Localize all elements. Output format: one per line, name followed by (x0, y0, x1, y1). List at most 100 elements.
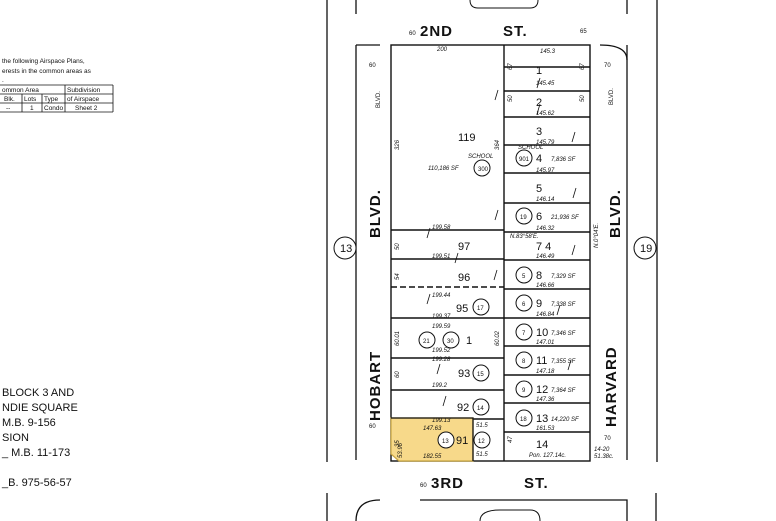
street-width-top-left: 60 (409, 31, 416, 37)
dim-199-37: 199.37 (432, 314, 451, 320)
circled-parcels (333, 149, 657, 449)
area-7836: 7,836 SF (551, 157, 576, 163)
legend-col-lots: Lots (24, 96, 37, 103)
dim-146-49: 146.49 (536, 254, 555, 260)
lot-11: 11 (536, 355, 547, 367)
dim-364: 364 (495, 139, 501, 150)
dim-51-5-bottom: 51.5 (476, 452, 488, 458)
legend-val-blk: -- (6, 105, 10, 112)
dim-50-r: 50 (580, 95, 586, 102)
parcel-circle-19: 19 (520, 215, 527, 221)
street-label-blvd-small-left: BLVD. (376, 91, 382, 108)
dim-pon-127-14: Pon. 127.14c. (529, 453, 566, 459)
dim-147-18: 147.18 (536, 369, 555, 375)
dim-35: 35 (395, 440, 401, 447)
legend-col-type: Type (44, 96, 58, 103)
dim-146-14: 146.14 (536, 197, 555, 203)
legend-col-of-airspace: of Airspace (67, 96, 100, 103)
street-label-st-bottom: ST. (524, 475, 549, 492)
bearing-label: N.83°58'E. (510, 234, 539, 240)
dim-146-66: 146.66 (536, 283, 555, 289)
street-label-harvard: HARVARD (603, 346, 620, 427)
legend-val-type: Condo (44, 105, 64, 112)
legend-val-lots: 1 (30, 105, 34, 112)
bearing-east: N.0°04'E. (594, 223, 600, 248)
parcel-circle-300: 300 (478, 167, 489, 173)
dim-326: 326 (395, 139, 401, 150)
street-label-3rd: 3RD (431, 475, 464, 492)
parcel-circle-6: 6 (522, 302, 526, 308)
area-7364: 7,364 SF (551, 388, 576, 394)
parcel-circle-12: 12 (478, 439, 485, 445)
parcel-circle-18: 18 (520, 417, 527, 423)
dim-199-44: 199.44 (432, 293, 451, 299)
map-ref-right: 19 (640, 243, 652, 255)
dim-60-01: 60.01 (395, 331, 401, 346)
note-mb-9-156: M.B. 9-156 (2, 417, 56, 429)
dim-146-84: 146.84 (536, 312, 555, 318)
lot-91: 91 (456, 435, 468, 447)
street-label-blvd-right: BLVD. (607, 189, 624, 238)
legend-line-1: the following Airspace Plans, (2, 58, 85, 65)
lot-119: 119 (458, 132, 476, 144)
dim-145-62: 145.62 (536, 111, 555, 117)
area-21936: 21,936 SF (550, 215, 579, 221)
lot-93: 93 (458, 368, 470, 380)
note-square: NDIE SQUARE (2, 402, 78, 414)
street-label-hobart: HOBART (367, 351, 384, 421)
street-width-top-right: 65 (580, 29, 587, 35)
parcel-circle-9: 9 (522, 388, 526, 394)
street-label-blvd-left: BLVD. (367, 189, 384, 238)
legend-header-subdivision: Subdivision (67, 87, 101, 94)
lot-6: 6 (536, 211, 542, 223)
parcel-circle-17: 17 (477, 306, 484, 312)
legend-line-3: . (2, 77, 4, 84)
dim-60-02: 60.02 (495, 330, 501, 346)
note-block-3: BLOCK 3 AND (2, 387, 74, 399)
school-label-west: SCHOOL (468, 154, 493, 160)
dim-53-96: 53.96 (398, 442, 404, 458)
dim-47: 47 (508, 436, 514, 443)
dim-161-53: 161.53 (536, 426, 555, 432)
parcel-circle-14: 14 (477, 406, 484, 412)
dim-199-52: 199.52 (432, 348, 451, 354)
map-ref-left: 13 (340, 243, 352, 255)
dim-146-32: 146.32 (536, 226, 555, 232)
note-sion: SION (2, 432, 29, 444)
dim-67-r: 67 (580, 63, 586, 70)
dim-14-20: 14-20 (594, 447, 610, 453)
parcel-circle-5: 5 (522, 274, 526, 280)
lot-9: 9 (536, 298, 542, 310)
parcel-circle-21: 21 (423, 339, 430, 345)
dim-51-38c: 51.38c. (594, 454, 614, 460)
dim-54: 54 (395, 273, 401, 280)
note-mb-11-173: _ M.B. 11-173 (1, 447, 70, 459)
dim-199-13: 199.13 (432, 418, 451, 424)
lot-96: 96 (458, 272, 470, 284)
lot-5: 5 (536, 183, 542, 195)
dim-199-51: 199.51 (432, 254, 450, 260)
lot-2: 2 (536, 97, 542, 109)
legend-val-sheet: Sheet 2 (75, 105, 98, 112)
dim-145-3: 145.3 (540, 49, 556, 55)
area-7355: 7,355 SF (551, 359, 576, 365)
area-14220: 14,220 SF (551, 417, 579, 423)
dim-60: 60 (395, 371, 401, 378)
legend-table: the following Airspace Plans, erests in … (0, 58, 114, 113)
parcel-circle-15: 15 (477, 372, 484, 378)
lot-3: 3 (536, 126, 542, 138)
dim-147-36: 147.36 (536, 397, 555, 403)
dim-51-5-top: 51.5 (476, 423, 488, 429)
legend-header-common: ommon Area (2, 87, 39, 94)
lot-4: 4 (536, 153, 542, 165)
parcel-circle-901: 901 (519, 157, 530, 163)
street-edges (326, 0, 658, 521)
street-label-st-top: ST. (503, 23, 528, 40)
block-outline (390, 44, 591, 462)
street-width-left: 60 (369, 63, 376, 69)
legend-line-2: erests in the common areas as (2, 68, 92, 75)
school-label-east: SCHOOL (518, 145, 543, 151)
dim-199-28: 199.28 (432, 357, 451, 363)
lot-8: 8 (536, 270, 542, 282)
